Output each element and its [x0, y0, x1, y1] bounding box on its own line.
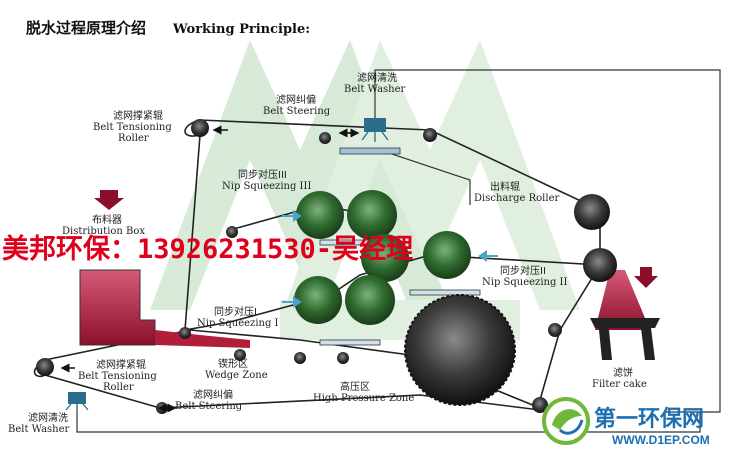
label-wedge-zone-cn: 锲形区 [218, 357, 248, 370]
contact-overlay: 美邦环保：13926231530-吴经理 [2, 233, 413, 265]
site-name: 第一环保网 [594, 406, 704, 432]
label-belt-tensioning-bottom-en: Belt Tensioning [78, 371, 157, 382]
label-discharge-roller-cn: 出料辊 [490, 180, 520, 193]
arrow-head-icon [293, 210, 302, 222]
label-belt-washer-bottom-en: Belt Washer [8, 424, 70, 435]
label-belt-steering-top-en: Belt Steering [263, 106, 331, 117]
nip-arrows [282, 210, 498, 308]
arrow-head-icon [478, 250, 487, 262]
feed-arrow-icon [94, 190, 124, 210]
site-watermark: 第一环保网 WWW.D1EP.COM [542, 397, 710, 447]
discharge-roller [574, 194, 610, 230]
label-filter-cake-cn: 滤饼 [613, 366, 633, 379]
nip-ii-roller-1 [361, 234, 409, 282]
nip-iii-roller-2 [347, 190, 397, 240]
guide-roller-top [423, 128, 437, 142]
belt-washer-top [339, 118, 401, 155]
label-belt-tensioning-top-cn: 滤网撑紧辊 [113, 109, 163, 122]
labels: 滤网清洗 Belt Washer 滤网纠偏 Belt Steering 滤网撑紧… [8, 71, 647, 435]
label-belt-tensioning-top-en2: Roller [118, 133, 149, 144]
label-nip-i-en: Nip Squeezing I [197, 318, 279, 329]
label-belt-tensioning-top-en: Belt Tensioning [93, 122, 172, 133]
small-roller-left [226, 226, 238, 238]
discharge-arrow-icon [634, 267, 658, 288]
label-nip-ii-en: Nip Squeezing II [482, 277, 567, 288]
wedge-roller-1 [234, 349, 246, 361]
tension-roller-bottom [36, 358, 54, 376]
arrow-head-icon [293, 296, 302, 308]
nip-i-roller-1 [294, 276, 342, 324]
high-pressure-drum [404, 294, 516, 406]
label-nip-iii-en: Nip Squeezing III [222, 181, 311, 192]
discharge-roller-lower [583, 248, 617, 282]
label-distribution-box-en: Distribution Box [62, 226, 145, 237]
drip-trays [319, 239, 481, 346]
label-discharge-roller-en: Discharge Roller [474, 193, 559, 204]
label-nip-iii-cn: 同步对压III [238, 168, 287, 181]
wedge-roller-2 [294, 352, 306, 364]
label-belt-washer-top-cn: 滤网清洗 [357, 71, 397, 84]
label-belt-washer-bottom-cn: 滤网清洗 [28, 411, 68, 424]
nip-ii-roller-2 [423, 231, 471, 279]
belt-washer-bottom [65, 392, 89, 412]
label-belt-steering-top-cn: 滤网纠偏 [276, 93, 316, 106]
small-roller-wedge [179, 327, 191, 339]
site-url: WWW.D1EP.COM [612, 433, 710, 447]
label-belt-tensioning-bottom-cn: 滤网撑紧辊 [96, 358, 146, 371]
label-wedge-zone-en: Wedge Zone [205, 370, 268, 381]
distribution-box [79, 190, 250, 348]
direction-arrows [60, 125, 360, 413]
label-belt-steering-bottom-cn: 滤网纠偏 [193, 388, 233, 401]
label-distribution-box-cn: 布料器 [92, 213, 122, 226]
label-high-pressure-zone-cn: 高压区 [340, 380, 370, 393]
label-nip-ii-cn: 同步对压II [500, 264, 546, 277]
wedge-roller-3 [337, 352, 349, 364]
guide-roller-right [548, 323, 562, 337]
label-high-pressure-zone-en: High Pressure Zone [313, 393, 414, 404]
guide-roller-bottom-right [532, 397, 548, 413]
label-filter-cake-en: Filter cake [592, 379, 647, 390]
label-belt-steering-bottom-en: Belt Steering [175, 401, 243, 412]
nip-iii-roller-1 [296, 191, 344, 239]
discharge-chute [590, 267, 660, 360]
title-en: Working Principle: [172, 22, 310, 37]
tension-roller-top [191, 119, 209, 137]
nip-i-roller-2 [345, 275, 395, 325]
label-nip-i-cn: 同步对压I [214, 305, 257, 318]
label-belt-washer-top-en: Belt Washer [344, 84, 406, 95]
label-belt-tensioning-bottom-en2: Roller [103, 382, 134, 393]
water-lines [76, 69, 721, 433]
title-cn: 脱水过程原理介绍 [26, 19, 146, 37]
steering-roller-top [319, 132, 331, 144]
